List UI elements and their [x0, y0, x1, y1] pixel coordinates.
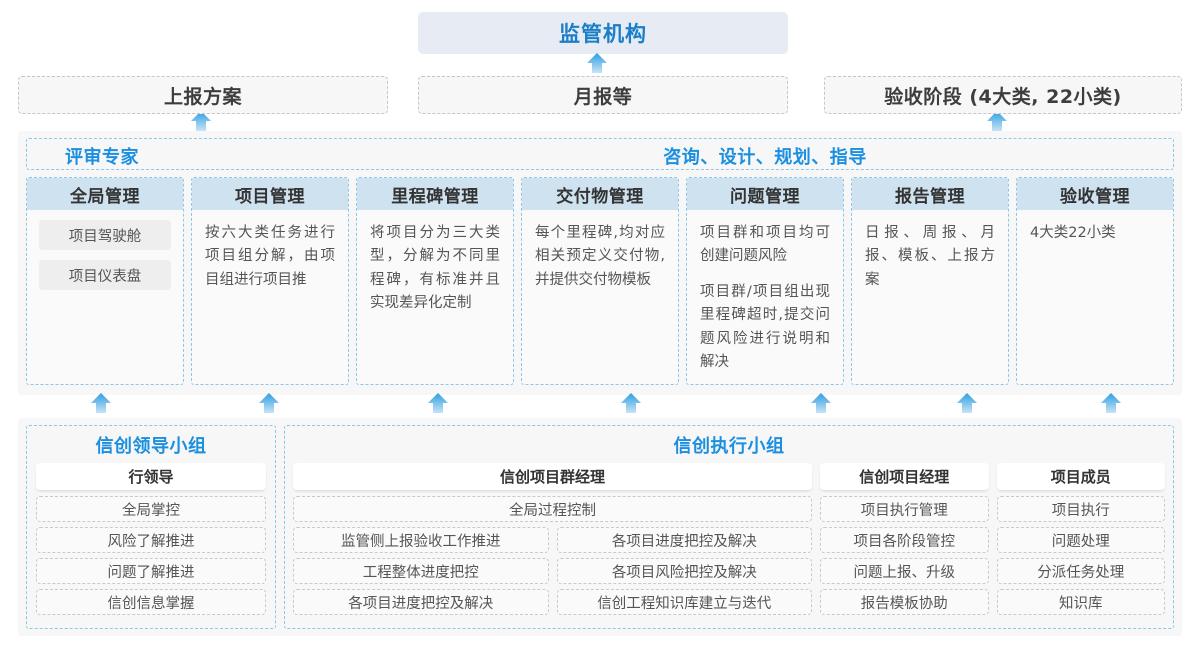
group-leadership: 信创领导小组 行领导 全局掌控 风险了解推进 问题了解推进 信创信息掌握	[26, 425, 276, 629]
card-title: 验收管理	[1017, 178, 1173, 210]
list-item[interactable]: 各项目风险把控及解决	[556, 558, 813, 584]
card-title: 里程碑管理	[357, 178, 513, 210]
regulatory-authority-banner: 监管机构	[418, 12, 788, 54]
arrow-up-group-6	[956, 392, 978, 414]
arrow-up-group-4	[620, 392, 642, 414]
card-body: 项目群和项目均可创建问题风险 项目群/项目组出现里程碑超时,提交问题风险进行说明…	[687, 210, 843, 384]
arrow-up-to-banner-center	[586, 52, 608, 74]
card-title: 项目管理	[192, 178, 348, 210]
arrow-up-group-5	[810, 392, 832, 414]
card-body: 项目驾驶舱 项目仪表盘	[27, 210, 183, 310]
list-item[interactable]: 报告模板协助	[820, 589, 989, 615]
card-deliverable-management[interactable]: 交付物管理 每个里程碑,均对应相关预定义交付物,并提供交付物模板	[521, 177, 679, 385]
card-body: 按六大类任务进行项目组分解，由项目组进行项目推	[192, 210, 348, 384]
list-item[interactable]: 项目各阶段管控	[820, 527, 989, 553]
arrow-up-group-1	[90, 392, 112, 414]
report-row: 上报方案 月报等 验收阶段 (4大类, 22小类)	[18, 76, 1182, 114]
card-title: 问题管理	[687, 178, 843, 210]
list-item[interactable]: 各项目进度把控及解决	[293, 589, 549, 615]
arrow-up-to-banner-left	[190, 110, 212, 132]
column-program-manager: 信创项目群经理 全局过程控制 监管侧上报验收工作推进 工程整体进度把控 各项目进…	[293, 463, 813, 615]
arrow-up-group-7	[1100, 392, 1122, 414]
arrow-up-to-report-right	[986, 110, 1008, 132]
card-body: 日报、周报、月报、模板、上报方案	[852, 210, 1008, 384]
card-acceptance-management[interactable]: 验收管理 4大类22小类	[1016, 177, 1174, 385]
leadership-columns: 行领导 全局掌控 风险了解推进 问题了解推进 信创信息掌握	[27, 463, 275, 615]
program-manager-right-items: 各项目进度把控及解决 各项目风险把控及解决 信创工程知识库建立与迭代	[556, 527, 813, 615]
column-head[interactable]: 项目成员	[996, 463, 1165, 490]
list-item[interactable]: 信创工程知识库建立与迭代	[556, 589, 813, 615]
role-label-consulting: 咨询、设计、规划、指导	[663, 147, 867, 168]
role-label-review-expert: 评审专家	[65, 147, 139, 168]
group-execution: 信创执行小组 信创项目群经理 全局过程控制 监管侧上报验收工作推进 工程整体进度…	[284, 425, 1174, 629]
card-title: 交付物管理	[522, 178, 678, 210]
column-head[interactable]: 信创项目经理	[820, 463, 989, 490]
card-paragraph: 日报、周报、月报、模板、上报方案	[865, 225, 995, 288]
management-card-list: 全局管理 项目驾驶舱 项目仪表盘 项目管理 按六大类任务进行项目组分解，由项目组…	[26, 177, 1174, 385]
column-head[interactable]: 行领导	[36, 463, 266, 490]
middle-roles-bar: 评审专家 咨询、设计、规划、指导	[26, 138, 1174, 170]
bottom-panel: 信创领导小组 行领导 全局掌控 风险了解推进 问题了解推进 信创信息掌握 信创执…	[18, 418, 1182, 636]
card-title: 报告管理	[852, 178, 1008, 210]
list-item[interactable]: 知识库	[996, 589, 1165, 615]
pill-item[interactable]: 项目仪表盘	[39, 260, 171, 290]
list-item[interactable]: 风险了解推进	[36, 527, 266, 553]
list-item[interactable]: 信创信息掌握	[36, 589, 266, 615]
list-item[interactable]: 分派任务处理	[996, 558, 1165, 584]
list-item[interactable]: 全局掌控	[36, 496, 266, 522]
card-body: 每个里程碑,均对应相关预定义交付物,并提供交付物模板	[522, 210, 678, 384]
report-box-monthly[interactable]: 月报等	[418, 76, 788, 114]
report-box-acceptance[interactable]: 验收阶段 (4大类, 22小类)	[824, 76, 1182, 114]
list-item[interactable]: 项目执行管理	[820, 496, 989, 522]
arrow-up-group-3	[427, 392, 449, 414]
column-bank-leader: 行领导 全局掌控 风险了解推进 问题了解推进 信创信息掌握	[36, 463, 266, 615]
card-milestone-management[interactable]: 里程碑管理 将项目分为三大类型，分解为不同里程碑，有标准并且实现差异化定制	[356, 177, 514, 385]
group-title: 信创领导小组	[95, 436, 207, 457]
column-project-manager: 信创项目经理 项目执行管理 项目各阶段管控 问题上报、升级 报告模板协助	[820, 463, 989, 615]
card-paragraph: 按六大类任务进行项目组分解，由项目组进行项目推	[205, 225, 335, 288]
column-project-member: 项目成员 项目执行 问题处理 分派任务处理 知识库	[996, 463, 1165, 615]
card-global-management[interactable]: 全局管理 项目驾驶舱 项目仪表盘	[26, 177, 184, 385]
list-item[interactable]: 全局过程控制	[293, 496, 813, 522]
program-manager-split: 监管侧上报验收工作推进 工程整体进度把控 各项目进度把控及解决 各项目进度把控及…	[293, 527, 813, 615]
middle-panel: 评审专家 咨询、设计、规划、指导 全局管理 项目驾驶舱 项目仪表盘 项目管理 按…	[18, 131, 1182, 395]
group-title: 信创执行小组	[673, 436, 785, 457]
card-paragraph: 将项目分为三大类型，分解为不同里程碑，有标准并且实现差异化定制	[370, 225, 500, 312]
list-item[interactable]: 项目执行	[996, 496, 1165, 522]
card-body: 将项目分为三大类型，分解为不同里程碑，有标准并且实现差异化定制	[357, 210, 513, 384]
column-head[interactable]: 信创项目群经理	[293, 463, 813, 490]
card-report-management[interactable]: 报告管理 日报、周报、月报、模板、上报方案	[851, 177, 1009, 385]
list-item[interactable]: 问题上报、升级	[820, 558, 989, 584]
list-item[interactable]: 工程整体进度把控	[293, 558, 549, 584]
card-paragraph: 项目群/项目组出现里程碑超时,提交问题风险进行说明和解决	[700, 283, 830, 371]
card-issue-management[interactable]: 问题管理 项目群和项目均可创建问题风险 项目群/项目组出现里程碑超时,提交问题风…	[686, 177, 844, 385]
card-title: 全局管理	[27, 178, 183, 210]
pill-item[interactable]: 项目驾驶舱	[39, 220, 171, 250]
list-item[interactable]: 监管侧上报验收工作推进	[293, 527, 549, 553]
card-paragraph: 项目群和项目均可创建问题风险	[700, 225, 830, 265]
list-item[interactable]: 问题处理	[996, 527, 1165, 553]
card-paragraph: 4大类22小类	[1030, 225, 1116, 241]
program-manager-left-items: 监管侧上报验收工作推进 工程整体进度把控 各项目进度把控及解决	[293, 527, 549, 615]
execution-columns: 信创项目群经理 全局过程控制 监管侧上报验收工作推进 工程整体进度把控 各项目进…	[285, 463, 1173, 615]
list-item[interactable]: 问题了解推进	[36, 558, 266, 584]
card-project-management[interactable]: 项目管理 按六大类任务进行项目组分解，由项目组进行项目推	[191, 177, 349, 385]
list-item[interactable]: 各项目进度把控及解决	[556, 527, 813, 553]
card-paragraph: 每个里程碑,均对应相关预定义交付物,并提供交付物模板	[535, 225, 665, 288]
report-box-plan[interactable]: 上报方案	[18, 76, 388, 114]
arrow-up-group-2	[258, 392, 280, 414]
card-body: 4大类22小类	[1017, 210, 1173, 384]
